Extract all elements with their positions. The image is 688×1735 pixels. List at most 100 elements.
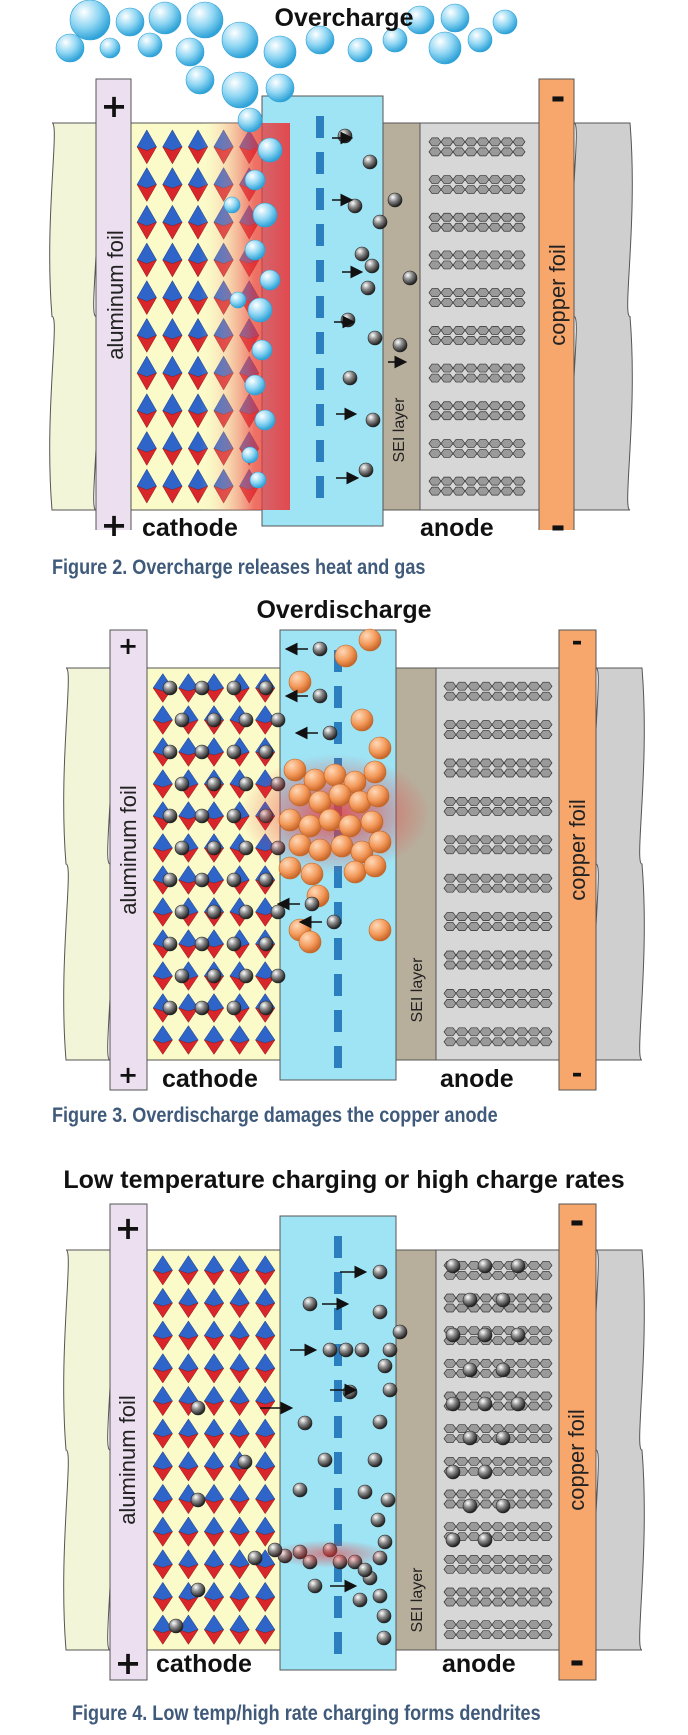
lithium-ion [194, 808, 210, 824]
heat-zone [270, 1540, 390, 1568]
cathode-crystal [203, 1302, 225, 1319]
lithium-ion [337, 128, 353, 144]
separator-dash [334, 1308, 342, 1330]
copper-ion [278, 856, 302, 880]
cathode-crystal [203, 687, 225, 703]
positive-terminal-bottom: + [100, 506, 128, 544]
gas-bubble [186, 1, 224, 39]
lithium-ion [226, 872, 242, 888]
gas-bubble [467, 27, 493, 53]
copper-ion [343, 860, 367, 884]
lithium-ion [322, 725, 338, 741]
separator-dash [334, 722, 342, 744]
cathode-crystal [203, 1596, 225, 1613]
cathode-crystal [136, 410, 158, 429]
lithium-ion [162, 936, 178, 952]
lithium-ion [162, 872, 178, 888]
lithium-ion [495, 1430, 511, 1446]
lithium-ion [292, 1482, 308, 1498]
graphite-layer [443, 768, 553, 778]
graphite-layer [443, 1027, 553, 1037]
cathode-crystal [152, 1302, 174, 1319]
lithium-ion [477, 1464, 493, 1480]
separator-dash [334, 866, 342, 888]
lithium-ion [382, 1342, 398, 1358]
negative-terminal-top: - [569, 1201, 585, 1242]
copper-foil-label: copper foil [564, 1409, 589, 1511]
lithium-ion [270, 904, 286, 920]
lithium-ion [302, 1296, 318, 1312]
gas-bubble [175, 37, 205, 67]
graphite-layer [443, 873, 553, 883]
cathode-crystal [178, 1531, 199, 1547]
cathode-crystal [203, 1007, 225, 1023]
gas-bubble [241, 446, 259, 464]
graphite-layer [443, 989, 553, 998]
graphite-layer [428, 439, 526, 448]
right-current-collector [571, 122, 633, 511]
graphite-layer [428, 486, 526, 496]
lithium-ion [495, 1362, 511, 1378]
lithium-ion [174, 712, 190, 728]
anode-label: anode [420, 514, 494, 542]
cathode-crystal [229, 1039, 250, 1055]
lithium-ion [258, 680, 274, 696]
lithium-ion [238, 712, 254, 728]
cathode-crystal [152, 1039, 174, 1055]
cathode-crystal [162, 297, 183, 316]
gas-bubble [251, 339, 273, 361]
lithium-ion [206, 840, 222, 856]
graphite-layer [443, 691, 553, 701]
lithium-ion [342, 370, 358, 386]
cathode-crystal [203, 1039, 225, 1055]
graphite-layer [443, 1597, 553, 1607]
lithium-ion [270, 712, 286, 728]
anode-label: anode [442, 1650, 516, 1678]
lithium-ion [377, 1358, 393, 1374]
graphite-layer [443, 1424, 553, 1434]
graphite-layer [428, 137, 526, 147]
cathode-crystal [229, 1367, 250, 1384]
separator-dash [316, 440, 324, 462]
graphite-layer [443, 999, 553, 1008]
lithium-ion [392, 337, 408, 353]
lithium-ion [477, 1327, 493, 1343]
lithium-ion [354, 246, 370, 262]
sei-layer [395, 667, 437, 1061]
lithium-ion [347, 198, 363, 214]
graphite-layer [428, 185, 526, 194]
lithium-ion [510, 1396, 526, 1412]
positive-terminal-bottom: + [117, 1061, 139, 1089]
lithium-ion [495, 1292, 511, 1308]
negative-terminal-top: - [571, 627, 583, 657]
separator-dash [334, 1488, 342, 1510]
cathode-crystal [203, 879, 225, 895]
cathode-crystal [203, 1563, 225, 1580]
cathode-crystal [136, 146, 158, 165]
separator-dash [316, 152, 324, 174]
gas-bubble [221, 71, 259, 109]
cathode-crystal [136, 447, 158, 466]
cathode-crystal [178, 1465, 199, 1482]
cathode-crystal [152, 719, 174, 735]
cathode-crystal [254, 1335, 276, 1351]
graphite-layer [428, 476, 526, 486]
lithium-ion [174, 840, 190, 856]
lithium-ion [238, 904, 254, 920]
copper-foil [558, 1203, 597, 1681]
lithium-ion [477, 1532, 493, 1548]
cathode-crystal [203, 1465, 225, 1482]
cathode-label: cathode [142, 514, 238, 542]
lithium-ion [376, 1608, 392, 1624]
copper-ion [328, 783, 352, 807]
lithium-ion [270, 968, 286, 984]
sei-layer-label: SEI layer [391, 397, 408, 463]
cathode-crystal [162, 259, 183, 278]
gas-bubble [244, 169, 266, 191]
lithium-ion [174, 904, 190, 920]
aluminum-foil-label: aluminum foil [103, 230, 128, 360]
cathode-label: cathode [156, 1650, 252, 1678]
lithium-ion [258, 936, 274, 952]
separator-dash [334, 938, 342, 960]
lithium-ion [445, 1327, 461, 1343]
